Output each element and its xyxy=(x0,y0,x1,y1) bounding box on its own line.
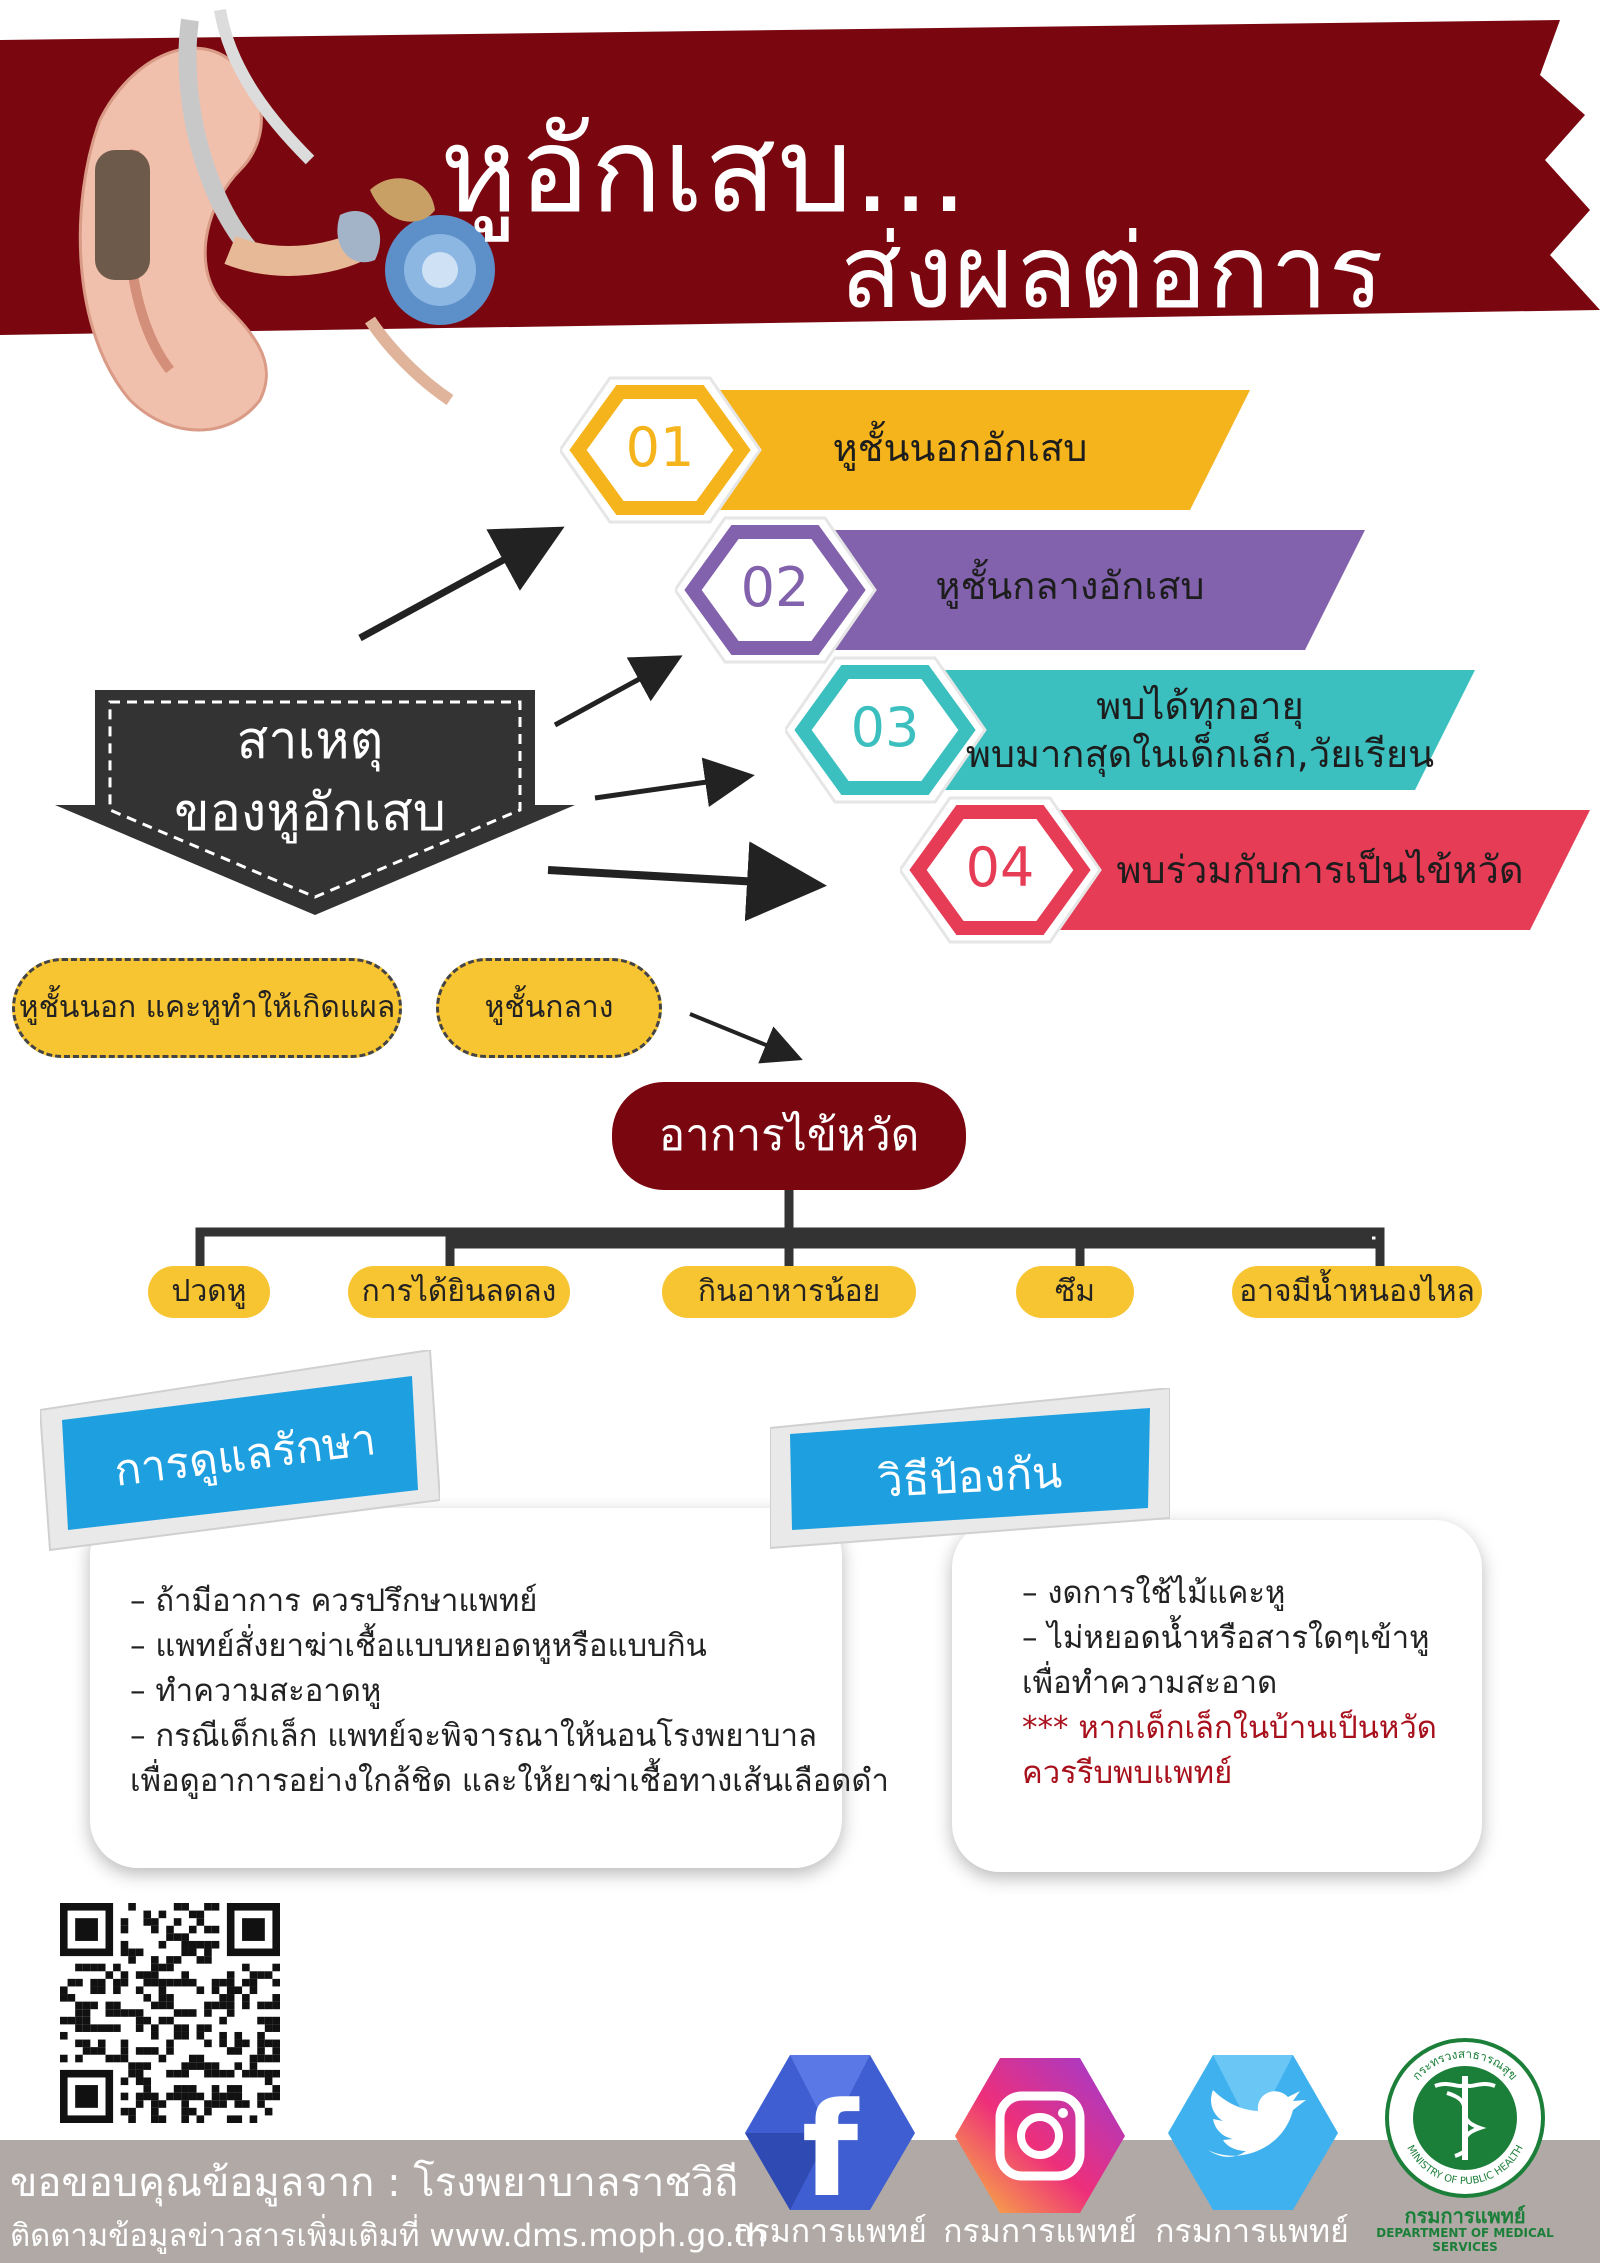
footer-follow-link[interactable]: ติดตามข้อมูลข่าวสารเพิ่มเติมที่ www.dms.… xyxy=(10,2218,767,2254)
cause-pill-middle: หูชั้นกลาง xyxy=(436,958,662,1058)
instagram-label[interactable]: กรมการแพทย์ xyxy=(943,2212,1137,2250)
ribbon-02-number: 02 xyxy=(740,556,810,619)
logo-caption-thai: กรมการแพทย์ xyxy=(1404,2204,1526,2228)
facebook-label[interactable]: กรมการแพทย์ xyxy=(733,2212,927,2250)
cause-label: สาเหตุ ของหูอักเสบ xyxy=(110,705,510,849)
treatment-line-1: – ถ้ามีอาการ ควรปรึกษาแพทย์ xyxy=(130,1583,538,1619)
cold-symptoms-box: อาการไข้หวัด xyxy=(612,1082,966,1190)
ribbon-02-label: หูชั้นกลางอักเสบ xyxy=(935,564,1205,608)
treatment-line-4: – กรณีเด็กเล็ก แพทย์จะพิจารณาให้นอนโรงพย… xyxy=(130,1718,817,1754)
svg-text:f: f xyxy=(802,2074,860,2210)
cause-label-line-2: ของหูอักเสบ xyxy=(174,783,446,843)
ribbon-01-number: 01 xyxy=(625,416,695,479)
cause-pill-outer: หูชั้นนอก แคะหูทำให้เกิดแผล xyxy=(12,958,402,1058)
title-line-1: หูอักเสบ... xyxy=(440,101,969,239)
ribbon-03-label-line-1: พบได้ทุกอายุ xyxy=(1096,684,1304,728)
prevention-panel xyxy=(952,1520,1482,1872)
ribbon-01-label: หูชั้นนอกอักเสบ xyxy=(832,426,1088,470)
cause-label-line-1: สาเหตุ xyxy=(236,711,384,771)
ribbon-03-number: 03 xyxy=(850,696,920,759)
treatment-line-2: – แพทย์สั่งยาฆ่าเชื้อแบบหยอดหูหรือแบบกิน xyxy=(130,1628,707,1664)
prevention-line-1: – งดการใช้ไม้แคะหู xyxy=(1022,1575,1286,1611)
ribbon-03-label-line-2: พบมากสุดในเด็กเล็ก,วัยเรียน xyxy=(965,732,1435,776)
treatment-line-3: – ทำความสะอาดหู xyxy=(130,1673,382,1709)
prevention-warning-line-2: ควรรีบพบแพทย์ xyxy=(1022,1755,1233,1791)
twitter-label[interactable]: กรมการแพทย์ xyxy=(1155,2212,1349,2250)
qr-code[interactable] xyxy=(60,1903,280,2123)
ribbon-01 xyxy=(560,376,1250,524)
logo-caption-english: DEPARTMENT OF MEDICAL SERVICES xyxy=(1376,2226,1554,2254)
ribbon-03 xyxy=(785,656,1475,804)
symptom-hearing-loss: การได้ยินลดลง xyxy=(348,1266,570,1318)
symptom-pus-discharge: อาจมีน้ำหนองไหล xyxy=(1232,1266,1482,1318)
symptom-poor-appetite: กินอาหารน้อย xyxy=(662,1266,916,1318)
prevention-line-2: – ไม่หยอดน้ำหรือสารใดๆเข้าหู xyxy=(1022,1620,1430,1656)
ministry-of-public-health-logo: กระทรวงสาธารณสุข MINISTRY OF PUBLIC HEAL… xyxy=(1385,2038,1545,2198)
treatment-line-5: เพื่อดูอาการอย่างใกล้ชิด และให้ยาฆ่าเชื้… xyxy=(130,1763,889,1799)
prevention-tab xyxy=(770,1388,1170,1550)
cause-arrow-box xyxy=(55,690,575,915)
ribbon-04 xyxy=(900,796,1590,944)
twitter-icon[interactable] xyxy=(1168,2055,1338,2210)
symptom-ear-pain: ปวดหู xyxy=(148,1266,270,1318)
ribbon-02 xyxy=(675,516,1365,664)
footer-thanks: ขอขอบคุณข้อมูลจาก : โรงพยาบาลราชวิถี xyxy=(10,2160,739,2206)
prevention-line-3: เพื่อทำความสะอาด xyxy=(1022,1665,1278,1701)
instagram-icon[interactable] xyxy=(955,2058,1125,2213)
symptom-drowsy: ซึม xyxy=(1016,1266,1134,1318)
symptom-connector-lines xyxy=(195,1190,1385,1266)
prevention-warning-line-1: *** หากเด็กเล็กในบ้านเป็นหวัด xyxy=(1022,1710,1437,1746)
ribbon-04-label: พบร่วมกับการเป็นไข้หวัด xyxy=(1116,848,1524,892)
facebook-icon[interactable]: f xyxy=(745,2055,915,2210)
treatment-tab xyxy=(40,1350,440,1552)
treatment-panel xyxy=(90,1508,842,1868)
cause-arrows xyxy=(358,526,827,1064)
ribbon-04-number: 04 xyxy=(965,836,1035,899)
ear-anatomy-illustration xyxy=(78,8,495,432)
